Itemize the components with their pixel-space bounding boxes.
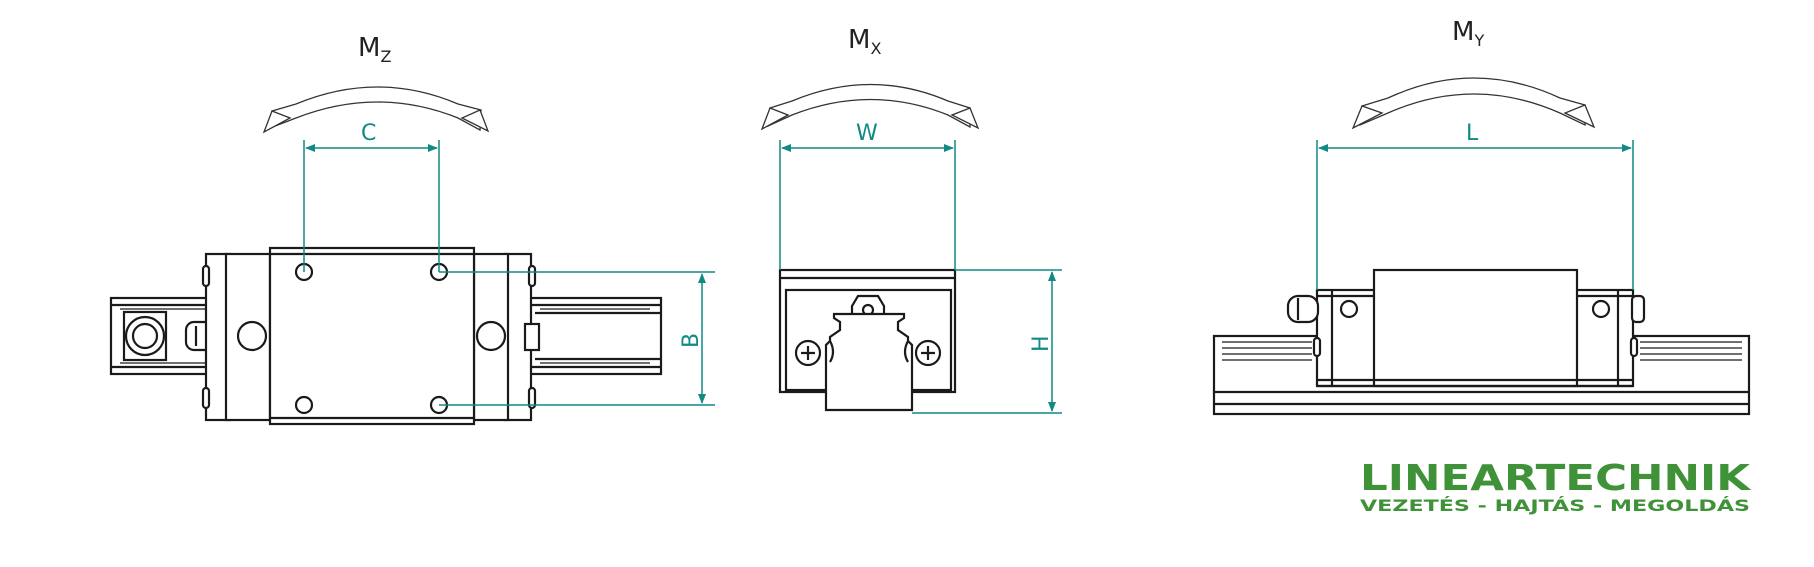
- carriage-body: [268, 246, 476, 426]
- moment-label-my: MY: [1452, 17, 1484, 50]
- brand-tagline: VEZETÉS - HAJTÁS - MEGOLDÁS: [1360, 496, 1750, 515]
- top-view: MZ: [109, 33, 715, 426]
- dimension-label-l: L: [1466, 121, 1479, 146]
- moment-label-mz: MZ: [358, 33, 391, 66]
- brand-name: LINEARTECHNIK: [1360, 458, 1751, 499]
- screw-icon: [914, 339, 942, 367]
- dimension-label-w: W: [856, 121, 878, 146]
- moment-arrow-mz: [269, 86, 482, 132]
- moment-arrow-my: [1359, 77, 1586, 127]
- front-view: MX W H: [760, 25, 1062, 414]
- rail-profile: [824, 312, 914, 412]
- mount-hole: [294, 395, 314, 415]
- screw-icon: [794, 339, 822, 367]
- brand-logo: LINEARTECHNIK VEZETÉS - HAJTÁS - MEGOLDÁ…: [1360, 458, 1751, 515]
- dimension-label-c: C: [361, 121, 376, 146]
- dimension-label-h: H: [1029, 335, 1054, 352]
- rail-hole: [124, 315, 166, 357]
- side-view: MY L: [1212, 17, 1751, 416]
- dimension-label-b: B: [679, 333, 704, 348]
- moment-label-mx: MX: [848, 25, 881, 58]
